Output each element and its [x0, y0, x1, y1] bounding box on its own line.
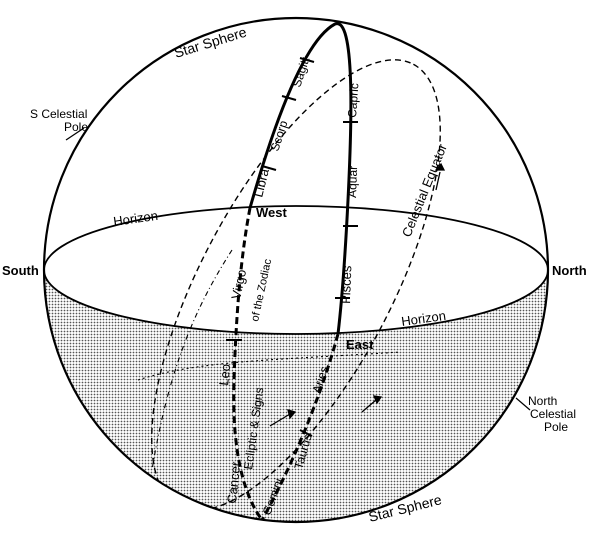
s-pole-pointer: [65, 127, 85, 141]
zodiac-aquar: Aquar: [345, 166, 360, 199]
virgo-label: Virgo: [228, 268, 249, 301]
motion-arrows: [269, 162, 446, 427]
zodiac-cancer: Cancer: [224, 460, 243, 504]
zodiac-capric: Capric: [345, 83, 361, 119]
north-label: North: [552, 263, 587, 278]
horizon-right-label: Horizon: [400, 308, 446, 329]
below-horizon-region: [44, 270, 548, 522]
west-label: West: [256, 205, 287, 220]
hour-circle-dashdot: [151, 249, 233, 471]
zodiac-sagitt: Sagitt: [290, 55, 313, 89]
s-celestial-pole-label: S Celestial: [30, 107, 87, 121]
ecliptic-dashed-arc: [232, 207, 264, 521]
zodiac-leo: Leo: [216, 363, 233, 386]
zodiac-pisces: Pisces: [338, 265, 354, 304]
star-sphere-top-label: Star Sphere: [172, 24, 248, 61]
n-celestial-pole-label-2: Celestial: [530, 407, 576, 421]
ecliptic-ticks: [226, 57, 358, 437]
horizon-ellipse: [43, 205, 549, 335]
of-the-zodiac-label: of the Zodiac: [249, 257, 274, 322]
zodiac-libra: Libra: [250, 166, 272, 198]
n-pole-pointer: [515, 397, 531, 411]
hour-circle-dotted: [137, 351, 401, 381]
east-label: East: [346, 337, 374, 352]
ecliptic-solid-arc: [248, 22, 353, 335]
n-celestial-pole-label: North: [528, 394, 557, 408]
n-celestial-pole-label-3: Pole: [544, 420, 568, 434]
zodiac-scorp: Scorp: [268, 118, 291, 152]
s-celestial-pole-label-2: Pole: [64, 120, 88, 134]
horizon-left-label: Horizon: [112, 208, 158, 229]
south-label: South: [2, 263, 39, 278]
